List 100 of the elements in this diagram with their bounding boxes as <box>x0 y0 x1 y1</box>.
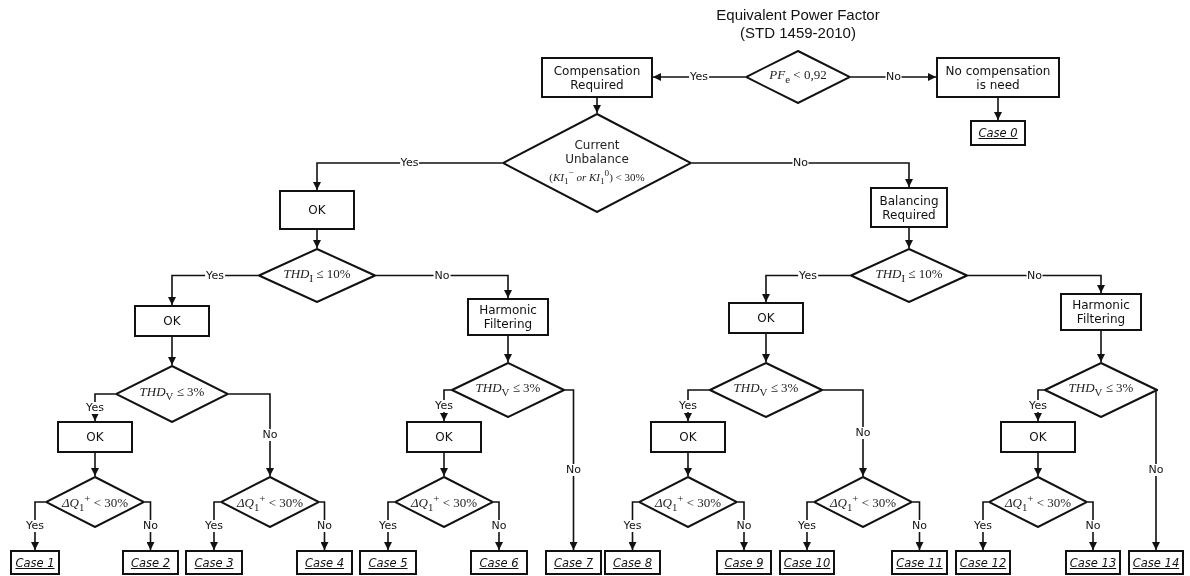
case-label: Case 2 <box>130 555 171 570</box>
case-label: Case 12 <box>959 555 1007 570</box>
process-box <box>1000 421 1076 453</box>
case-box <box>359 550 417 575</box>
edge-label: No <box>316 520 333 532</box>
arrow <box>31 501 46 551</box>
arrow <box>994 97 1002 121</box>
case-label: Case 3 <box>194 555 234 570</box>
arrow <box>803 501 814 551</box>
edge-label: Yes <box>678 399 698 412</box>
case-box <box>470 550 528 575</box>
arrow <box>905 227 913 249</box>
arrow <box>691 162 913 188</box>
arrow <box>168 336 176 366</box>
arrow <box>1087 501 1097 551</box>
case-box <box>891 550 948 575</box>
process-box <box>1060 293 1142 331</box>
edge-label: Yes <box>622 520 643 532</box>
condition-text: ΔQ$_{1}$$^{+}$ < 30% <box>236 490 304 514</box>
edge-label: Yes <box>798 269 818 282</box>
case-label: Case 10 <box>783 555 831 570</box>
edge-label: Yes <box>1028 399 1048 412</box>
arrow <box>168 274 259 306</box>
box-text: OK <box>86 430 104 444</box>
arrow <box>440 452 448 477</box>
edge-label: No <box>1084 520 1102 532</box>
process-box <box>467 298 549 336</box>
process-box <box>134 305 210 337</box>
process-box <box>728 302 804 334</box>
edge-label: No <box>854 427 872 439</box>
case-label: Case 13 <box>1069 555 1117 570</box>
condition-text: THD$_{V}$ ≤ 3% <box>139 385 205 403</box>
arrow <box>91 393 116 422</box>
arrow <box>684 389 710 422</box>
case-label: Case 14 <box>1132 555 1180 570</box>
edge-label: No <box>911 520 928 532</box>
edge-label: Yes <box>378 520 398 532</box>
process-box <box>936 57 1060 98</box>
arrow <box>210 501 221 551</box>
decision-diamond <box>709 362 823 418</box>
arrow <box>762 333 770 363</box>
arrow <box>384 501 395 551</box>
case-box <box>1065 550 1121 575</box>
case-box <box>779 550 835 575</box>
condition-text: ΔQ$_{1}$$^{+}$ < 30% <box>410 490 478 514</box>
decision-diamond <box>451 362 565 418</box>
decision-diamond <box>45 476 145 528</box>
arrow <box>822 389 867 477</box>
box-text: OK <box>435 430 453 444</box>
arrow <box>737 501 748 551</box>
edge-label: No <box>735 520 753 532</box>
box-text: OK <box>163 314 181 328</box>
condition-text: ΔQ$_{1}$$^{+}$ < 30% <box>829 490 897 514</box>
condition-text: ΔQ$_{1}$$^{+}$ < 30% <box>61 490 129 514</box>
box-text: Balancing Required <box>878 193 940 222</box>
case-box <box>545 550 602 575</box>
edge-label: No <box>433 269 451 282</box>
arrow <box>493 501 503 551</box>
edge-label: Yes <box>399 157 420 169</box>
box-text: No compensation is need <box>944 63 1052 92</box>
arrow <box>912 501 924 551</box>
condition-text: THD$_{I}$ ≤ 10% <box>283 266 351 285</box>
case-box <box>10 550 60 575</box>
edge-label: Yes <box>205 269 225 282</box>
arrow <box>1034 452 1042 477</box>
case-box <box>122 550 179 575</box>
box-text: OK <box>757 311 775 325</box>
case-label: Case 9 <box>724 555 764 570</box>
arrow <box>504 335 512 363</box>
process-box <box>650 421 726 453</box>
case-label: Case 6 <box>479 555 519 570</box>
condition-text: THD$_{V}$ ≤ 3% <box>1068 381 1134 399</box>
arrow <box>1152 389 1160 551</box>
case-box <box>716 550 772 575</box>
box-text: OK <box>308 203 326 217</box>
condition-text: THD$_{V}$ ≤ 3% <box>733 381 799 399</box>
condition-text: THD$_{V}$ ≤ 3% <box>475 381 541 399</box>
process-box <box>870 187 948 228</box>
decision-diamond <box>115 365 229 423</box>
arrow <box>228 393 274 477</box>
box-text: Compensation Required <box>552 63 642 92</box>
edge-label: Yes <box>25 520 45 532</box>
arrow <box>967 274 1105 294</box>
process-box <box>57 421 133 453</box>
edge-label: Yes <box>434 399 454 412</box>
condition-text: ΔQ$_{1}$$^{+}$ < 30% <box>1004 490 1072 514</box>
case-box <box>604 550 661 575</box>
edge-label: No <box>1147 464 1165 476</box>
case-label: Case 0 <box>978 126 1018 140</box>
edge-label: Yes <box>85 401 105 414</box>
process-box <box>541 57 653 98</box>
arrow <box>91 452 99 477</box>
condition-text: ΔQ$_{1}$$^{+}$ < 30% <box>654 490 722 514</box>
condition-text: Current Unbalance <box>564 138 630 167</box>
arrow <box>1097 330 1105 363</box>
case-box <box>955 550 1011 575</box>
arrow <box>593 97 601 114</box>
decision-diamond <box>258 248 376 303</box>
process-box <box>406 421 482 453</box>
arrow <box>313 229 321 249</box>
